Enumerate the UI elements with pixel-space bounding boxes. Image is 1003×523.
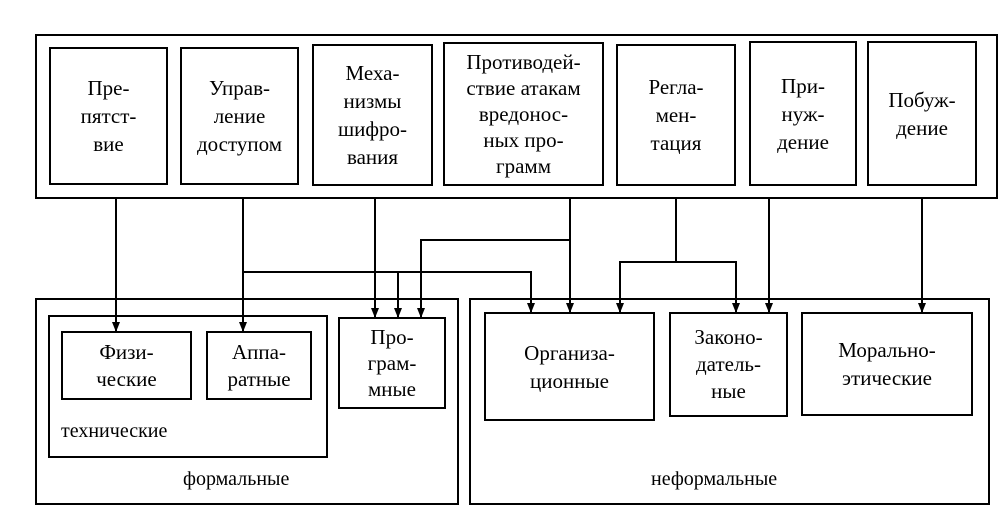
method-crypto-label: Меха- низмы шифро- вания <box>337 61 407 169</box>
method-access-box: Управ- ление доступом <box>180 47 299 185</box>
method-obstacle-box: Пре- пятст- вие <box>49 47 168 185</box>
means-software-label: Про- грам- мные <box>367 325 417 401</box>
method-regulation-box: Регла- мен- тация <box>616 44 736 186</box>
group-formal-label: формальные <box>183 468 290 490</box>
formal-frame <box>35 298 459 505</box>
edge-regulation-organizational <box>616 261 676 313</box>
means-physical-label: Физи- ческие <box>96 339 157 391</box>
means-software-box: Про- грам- мные <box>338 317 446 409</box>
means-legislative-label: Законо- датель- ные <box>694 325 763 403</box>
method-malware-box: Противодей- ствие атакам вредонос- ных п… <box>443 42 604 186</box>
edge-access-organizational <box>398 271 535 313</box>
method-motivation-label: Побуж- дение <box>888 87 956 140</box>
method-coercion-box: При- нуж- дение <box>749 41 857 186</box>
edge-malware-software <box>417 198 571 318</box>
method-coercion-label: При- нуж- дение <box>777 73 829 154</box>
means-legislative-box: Законо- датель- ные <box>669 312 788 417</box>
method-crypto-box: Меха- низмы шифро- вания <box>312 44 433 186</box>
means-organizational-box: Организа- ционные <box>484 312 655 421</box>
informal-frame <box>469 298 990 505</box>
means-moral-label: Морально- этические <box>838 338 936 390</box>
method-motivation-box: Побуж- дение <box>867 41 977 186</box>
group-technical-label: технические <box>61 420 168 442</box>
method-access-label: Управ- ление доступом <box>196 76 283 156</box>
method-malware-label: Противодей- ствие атакам вредонос- ных п… <box>466 50 581 178</box>
edge-regulation-legislative <box>676 261 740 313</box>
methods-frame <box>35 34 998 199</box>
group-informal-label: неформальные <box>651 468 778 490</box>
means-hardware-label: Аппа- ратные <box>227 339 291 391</box>
means-hardware-box: Аппа- ратные <box>206 331 312 400</box>
method-regulation-label: Регла- мен- тация <box>648 75 704 155</box>
method-obstacle-label: Пре- пятст- вие <box>80 76 137 156</box>
means-physical-box: Физи- ческие <box>61 331 192 400</box>
technical-frame <box>48 315 328 458</box>
means-moral-box: Морально- этические <box>801 312 973 416</box>
means-organizational-label: Организа- ционные <box>524 340 615 393</box>
